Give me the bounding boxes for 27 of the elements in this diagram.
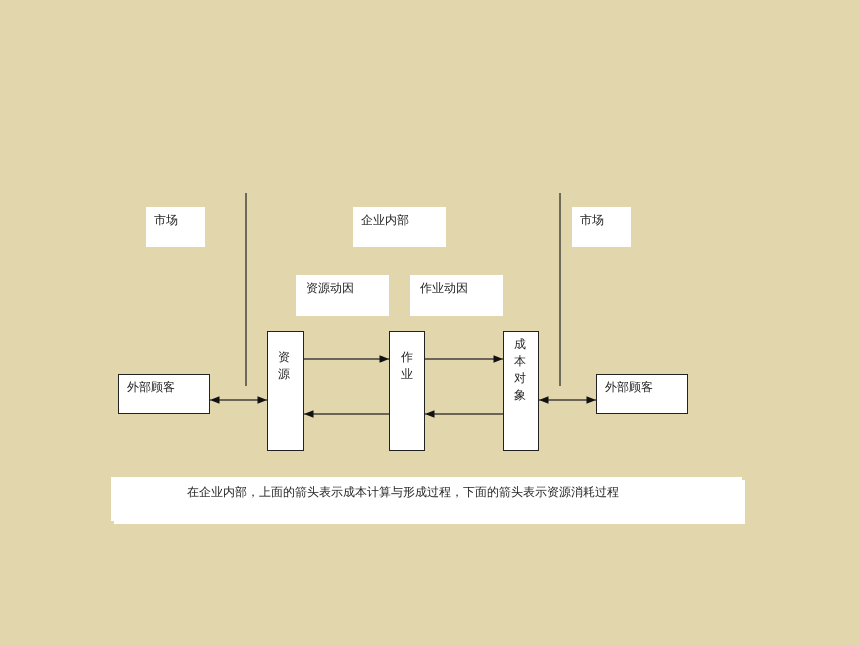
process-box: [267, 331, 304, 451]
process-box: [596, 374, 688, 414]
label-box: [353, 207, 446, 247]
node-label: 外部顾客: [127, 379, 175, 395]
label-box: [572, 207, 631, 247]
label-box: [410, 275, 503, 316]
label-box: [296, 275, 389, 316]
process-box: [503, 331, 539, 451]
node-label: 作业: [401, 349, 414, 383]
node-label: 市场: [154, 212, 178, 228]
label-box: [146, 207, 205, 247]
process-box: [389, 331, 425, 451]
arrow: [304, 355, 389, 363]
node-label: 作业动因: [420, 280, 468, 296]
arrow: [304, 410, 389, 418]
node-label: 企业内部: [361, 212, 409, 228]
node-label: 资源: [278, 349, 291, 383]
node-label: 市场: [580, 212, 604, 228]
process-box: [118, 374, 210, 414]
arrow: [210, 396, 267, 404]
node-label: 资源动因: [306, 280, 354, 296]
caption-text: 在企业内部，上面的箭头表示成本计算与形成过程，下面的箭头表示资源消耗过程: [187, 484, 619, 500]
arrow: [425, 410, 503, 418]
arrow: [425, 355, 503, 363]
node-label: 成本对象: [514, 336, 527, 404]
node-label: 外部顾客: [605, 379, 653, 395]
arrow: [539, 396, 596, 404]
